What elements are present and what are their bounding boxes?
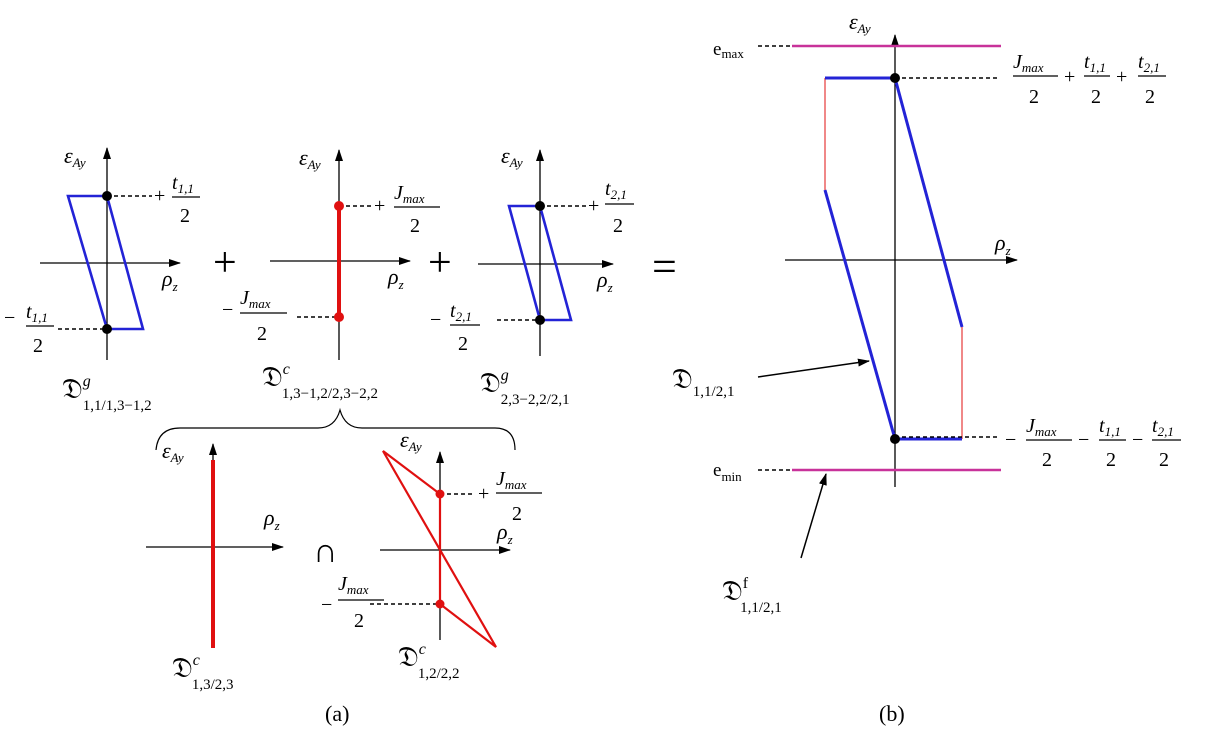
g2-top-sign: + (588, 195, 599, 217)
top-t21-den: 2 (1145, 86, 1155, 108)
top-t21-num: t2,1 (1138, 51, 1160, 75)
g2-rho-label: ρz (596, 267, 613, 295)
c13-rho-label: ρz (263, 505, 280, 533)
plus-operator-1: + (213, 240, 237, 286)
bot-t21-num: t2,1 (1152, 415, 1174, 439)
g1-bot-sign: − (4, 307, 15, 329)
c1-top-sign: + (374, 195, 385, 217)
bot-minus-1: − (1005, 429, 1016, 451)
g1-top-sign: + (154, 185, 165, 207)
top-plus-2: + (1116, 66, 1127, 88)
bot-jmax-num: Jmax (1026, 415, 1057, 439)
c12-point-bottom (435, 599, 445, 609)
c12-bot-sign: − (321, 594, 332, 616)
g2-parallelogram (507, 204, 573, 322)
g1-eps-label: εAy (64, 143, 86, 170)
bot-jmax-den: 2 (1042, 449, 1052, 471)
g1-top-den: 2 (180, 205, 190, 227)
c12-top-den: 2 (512, 503, 522, 525)
g2-eps-label: εAy (501, 143, 523, 170)
c12-eps-label: εAy (400, 427, 422, 454)
c1-eps-label: εAy (299, 145, 321, 172)
c12-bot-num: Jmax (338, 573, 369, 597)
g2-bot-den: 2 (458, 333, 468, 355)
top-t11-den: 2 (1091, 86, 1101, 108)
decomposition-brace (155, 407, 516, 451)
c1-bot-num: Jmax (240, 287, 271, 311)
g1-point-bottom (102, 324, 112, 334)
g1-rho-label: ρz (161, 266, 178, 294)
c12-point-top (435, 489, 445, 499)
c12-bot-den: 2 (354, 610, 364, 632)
c1-rho-label: ρz (387, 264, 404, 292)
res-blue-left-slope (823, 189, 897, 440)
emin-label: emin (713, 460, 742, 484)
c13-eps-label: εAy (162, 438, 184, 465)
caption-a: (a) (325, 701, 349, 726)
feasible-pointer-arrow (800, 473, 827, 559)
c12-top-sign: + (478, 483, 489, 505)
bot-t11-num: t1,1 (1099, 415, 1121, 439)
c1-top-num: Jmax (394, 182, 425, 206)
intersection-operator: ∩ (313, 533, 338, 570)
top-jmax-num: Jmax (1013, 51, 1044, 75)
c12-top-num: Jmax (496, 468, 527, 492)
g1-parallelogram (66, 194, 145, 331)
bot-t21-den: 2 (1159, 449, 1169, 471)
res-point-bottom (890, 434, 900, 444)
g2-point-bottom (535, 315, 545, 325)
bot-t11-den: 2 (1106, 449, 1116, 471)
g1-bot-num: t1,1 (26, 301, 48, 325)
c1-top-den: 2 (410, 215, 420, 237)
emax-label: emax (713, 39, 744, 61)
result-pointer-arrow (757, 358, 870, 378)
g2-point-top (535, 201, 545, 211)
g1-point-top (102, 191, 112, 201)
c1-bot-den: 2 (257, 323, 267, 345)
g1-bot-den: 2 (33, 335, 43, 357)
res-blue-right-slope (893, 77, 964, 328)
result-set-label: 𝔇1,1/2,1 (672, 364, 734, 400)
panel-result: εAy ρz emax emin Jmax 2 + t1,1 2 + t2,1 … (672, 9, 1181, 616)
top-plus-1: + (1064, 66, 1075, 88)
caption-b: (b) (879, 701, 905, 726)
c1-bot-sign: − (222, 299, 233, 321)
g2-bot-num: t2,1 (450, 300, 472, 324)
g1-top-num: t1,1 (172, 172, 194, 196)
c12-rho-label: ρz (496, 519, 513, 547)
plus-operator-2: + (428, 240, 452, 286)
c1-point-bottom (334, 312, 344, 322)
bot-minus-3: − (1132, 429, 1143, 451)
bot-minus-2: − (1078, 429, 1089, 451)
c1-point-top (334, 201, 344, 211)
res-rho-label: ρz (994, 230, 1011, 258)
g2-bot-sign: − (430, 309, 441, 331)
res-eps-label: εAy (849, 9, 871, 36)
equals-operator: = (652, 242, 677, 291)
g2-top-den: 2 (613, 215, 623, 237)
g2-top-num: t2,1 (605, 178, 627, 202)
top-t11-num: t1,1 (1084, 51, 1106, 75)
top-jmax-den: 2 (1029, 86, 1039, 108)
res-point-top (890, 73, 900, 83)
